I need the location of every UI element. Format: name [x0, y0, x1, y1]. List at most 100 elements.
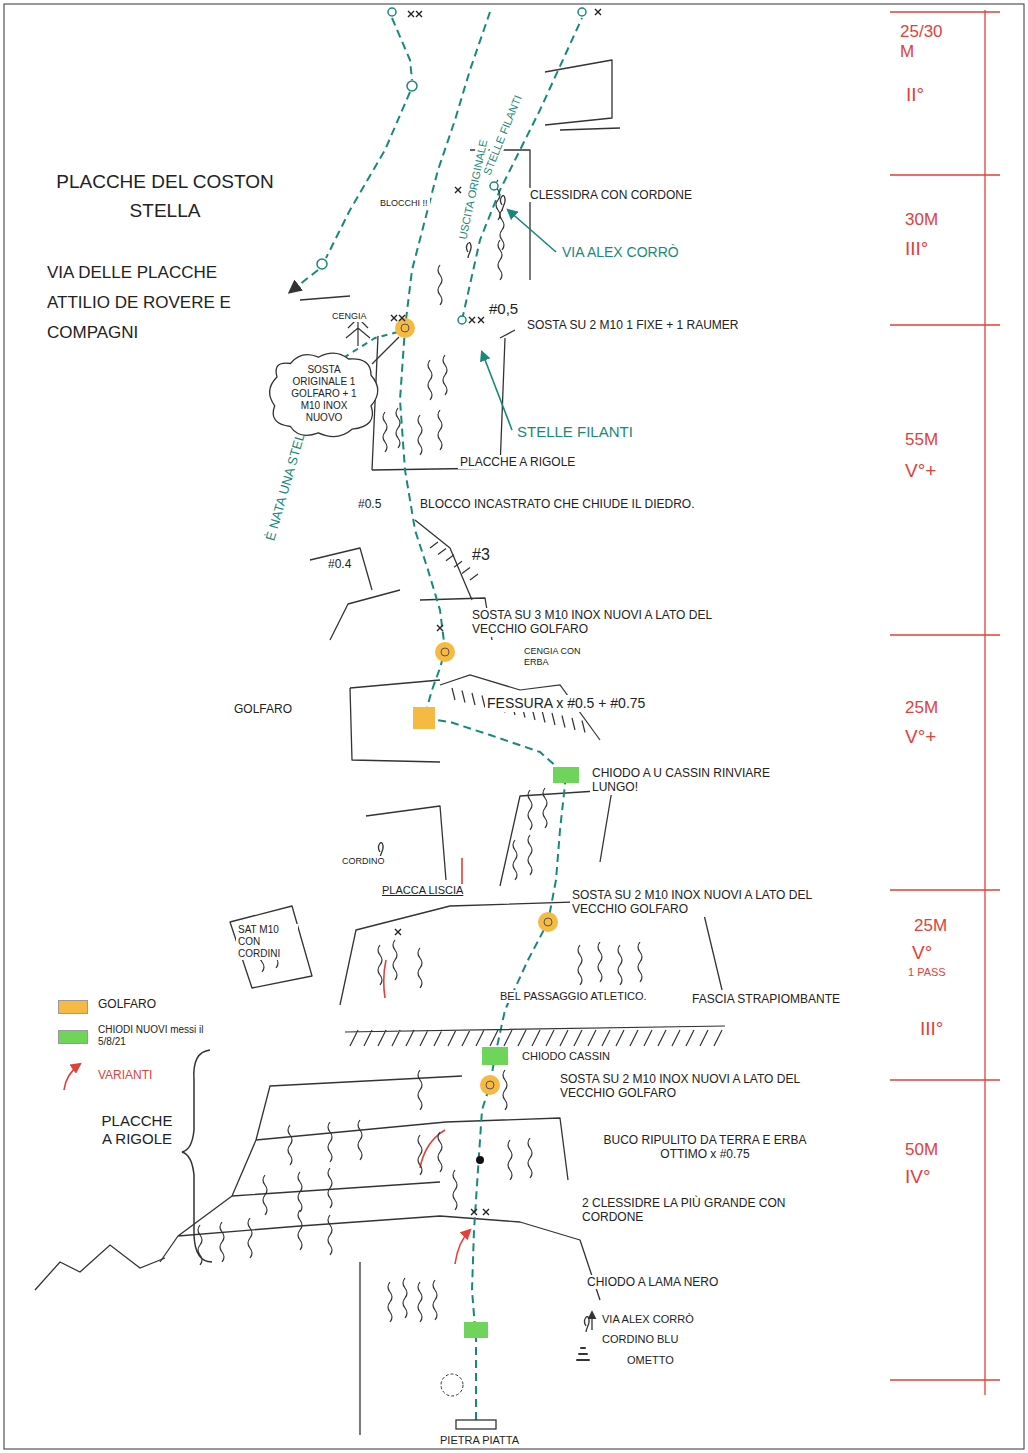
pitch-length: 25M — [903, 698, 940, 718]
route-note: BUCO RIPULITO DA TERRA E ERBA OTTIMO x #… — [580, 1133, 830, 1162]
rigola-mark — [618, 945, 622, 985]
cairn-symbol — [577, 1348, 589, 1360]
hole-marker — [476, 1156, 484, 1164]
route-note: SAT M10 CON CORDINI — [236, 924, 298, 960]
route-note: CENGIA — [330, 311, 369, 322]
gear-size: #3 — [470, 545, 492, 564]
route-note: CORDINO — [340, 856, 387, 867]
legend-text: CHIODI NUOVI messi il 5/8/21 — [96, 1024, 214, 1048]
new-piton-marker — [553, 767, 579, 783]
route-note: CHIODO CASSIN — [520, 1050, 612, 1063]
pitch-length: 50M — [903, 1140, 940, 1160]
route-note: CHIODO A LAMA NERO — [585, 1275, 720, 1289]
rigola-mark — [443, 355, 447, 395]
ring-mark — [578, 8, 586, 16]
rigola-mark — [418, 1282, 422, 1322]
route-name: STELLE FILANTI — [480, 91, 526, 178]
pitch-grade: IV° — [903, 1166, 933, 1189]
rigola-mark — [438, 265, 442, 305]
legend-swatch — [58, 1030, 88, 1044]
legend-text: VARIANTI — [96, 1068, 154, 1082]
rigola-mark — [328, 1122, 332, 1162]
rigola-mark — [383, 412, 387, 452]
rigola-mark — [263, 1175, 267, 1215]
belay-golfaro — [435, 642, 455, 662]
pitch-length: 55M — [903, 430, 940, 450]
flat-stone — [456, 1420, 496, 1429]
pitch-length: 30M — [903, 210, 940, 230]
pitch-grade: V°+ — [903, 726, 938, 749]
rigola-mark — [428, 360, 432, 400]
rigola-mark — [378, 945, 382, 985]
belay-golfaro — [480, 1075, 500, 1095]
legend-text: GOLFARO — [96, 997, 158, 1011]
rigola-mark — [503, 1070, 507, 1110]
bolt-mark — [455, 187, 461, 193]
cloud-outline — [270, 353, 378, 436]
rigola-mark — [396, 408, 400, 448]
route-name: STELLE FILANTI — [515, 423, 635, 441]
rigola-mark — [298, 1172, 302, 1212]
rigola-mark — [638, 942, 642, 982]
ring-marks — [317, 8, 586, 324]
new-piton-marker — [464, 1322, 488, 1338]
route-note: FESSURA x #0.5 + #0.75 — [485, 695, 647, 712]
rigola-mark — [288, 1125, 292, 1165]
route-note: CLESSIDRA CON CORDONE — [528, 188, 694, 202]
leader-line — [372, 337, 399, 364]
page-frame — [4, 4, 1024, 1449]
route-note: BEL PASSAGGIO ATLETICO. — [498, 990, 649, 1003]
route-note: CORDINO BLU — [600, 1333, 680, 1346]
rigola-mark — [198, 1225, 202, 1265]
belay-ring — [401, 324, 409, 332]
gear-size: #0,5 — [487, 300, 520, 318]
rigola-mark — [328, 1215, 332, 1255]
rigole-marks — [198, 180, 642, 1322]
rigola-mark — [403, 1278, 407, 1318]
bolt-mark — [595, 9, 601, 15]
variant-arrow — [384, 858, 470, 1264]
bolt-mark — [399, 315, 405, 321]
rigola-mark — [500, 210, 504, 250]
new-piton-marker — [482, 1047, 508, 1065]
rigola-mark — [418, 948, 422, 988]
rigola-mark — [328, 1168, 332, 1208]
ring-mark — [458, 316, 466, 324]
rigola-mark — [578, 945, 582, 985]
route-pointer — [482, 352, 512, 430]
route-note: SOSTA SU 3 M10 INOX NUOVI A LATO DEL VEC… — [470, 608, 760, 637]
rigola-mark — [248, 1218, 252, 1258]
legend-swatch — [58, 1000, 88, 1014]
rigola-mark — [528, 1138, 532, 1178]
route-note: BLOCCHI !! — [378, 198, 430, 209]
belay-ring — [544, 918, 552, 926]
legend-variant-sample — [64, 1064, 80, 1090]
rigola-mark — [388, 1282, 392, 1322]
bolt-mark — [478, 317, 484, 323]
descent-route — [290, 18, 412, 292]
pitch-length: 25/30 M — [898, 22, 950, 63]
route-note: PLACCA LISCIA — [380, 884, 465, 897]
route-credit: VIA DELLE PLACCHE ATTILIO DE ROVERE E CO… — [45, 258, 260, 347]
rigola-mark — [598, 942, 602, 982]
bolt-mark — [469, 317, 475, 323]
rigola-mark — [298, 1210, 302, 1250]
rigola-mark — [508, 1140, 512, 1180]
pitch-scale — [890, 10, 1000, 1395]
rigola-mark — [453, 1170, 457, 1210]
belay-ring — [441, 648, 449, 656]
route-note: SOSTA SU 2 M10 1 FIXE + 1 RAUMER — [525, 318, 741, 332]
route-note: SOSTA SU 2 M10 INOX NUOVI A LATO DEL VEC… — [570, 888, 850, 917]
gear-size: #0.4 — [326, 557, 353, 571]
cord-mark — [467, 243, 472, 258]
rigola-mark — [418, 415, 422, 455]
gear-size: #0.5 — [356, 497, 383, 511]
pitch-grade: III° — [903, 238, 930, 261]
route-note: CENGIA CON ERBA — [522, 646, 586, 668]
bolt-mark — [416, 11, 422, 17]
route-note: VIA ALEX CORRÒ — [600, 1313, 696, 1326]
bolt-mark — [391, 315, 397, 321]
route-note: SOSTA SU 2 M10 INOX NUOVI A LATO DEL VEC… — [558, 1072, 858, 1101]
rigola-mark — [513, 840, 517, 880]
topo-title: PLACCHE DEL COSTON STELLA — [40, 168, 290, 225]
